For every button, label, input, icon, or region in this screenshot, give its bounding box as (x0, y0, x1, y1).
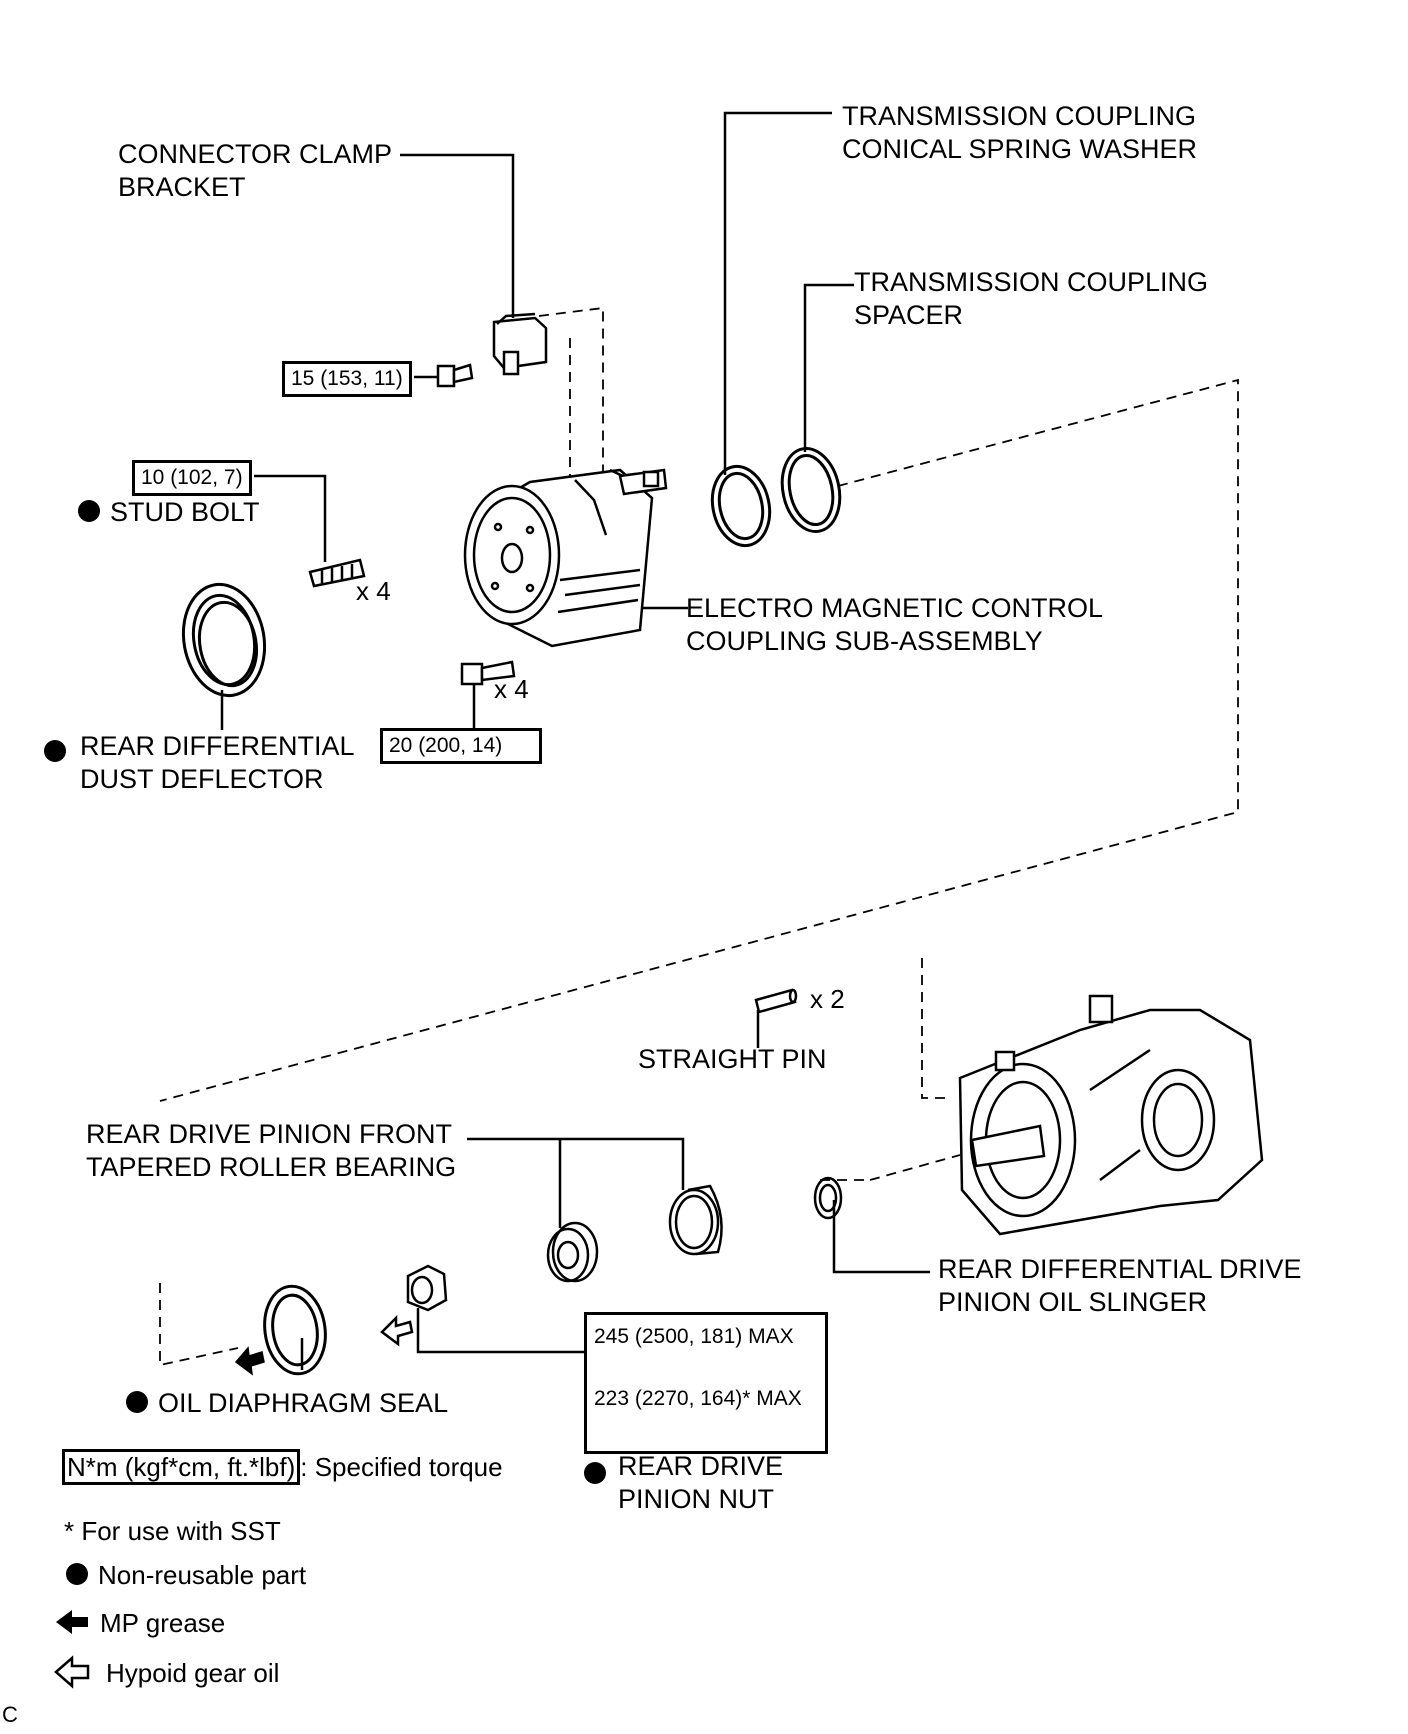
legend-torque-unit: N*m (kgf*cm, ft.*lbf) (62, 1449, 301, 1485)
oil-slinger (813, 1176, 843, 1220)
bearing-cup (668, 1184, 723, 1256)
stud-bolt (308, 558, 366, 588)
leader-clamp (400, 153, 515, 318)
hypoid-oil-arrow-diagram (380, 1314, 414, 1347)
torque-coupling-bolt: 20 (200, 14) (380, 728, 542, 764)
legend-sst: * For use with SST (64, 1516, 281, 1546)
mp-grease-arrow-diagram (234, 1346, 265, 1376)
torque-clamp-bolt: 15 (153, 11) (282, 361, 412, 397)
differential-carrier (958, 994, 1264, 1236)
legend-hypoid-oil-arrow (54, 1655, 90, 1689)
legend-non-reusable: Non-reusable part (66, 1560, 306, 1590)
leader-slinger (832, 1200, 930, 1274)
legend-torque: N*m (kgf*cm, ft.*lbf): Specified torque (62, 1449, 503, 1485)
label-oil-seal: OIL DIAPHRAGM SEAL (126, 1387, 448, 1420)
dashed-guide-lower (159, 1283, 239, 1367)
oil-diaphragm-seal (263, 1284, 327, 1376)
figure-code: C (2, 1702, 18, 1727)
legend-hypoid-oil: Hypoid gear oil (106, 1658, 280, 1688)
coupling-spacer (780, 447, 842, 533)
torque-pinion-nut-line-2: 223 (2270, 164)* MAX (594, 1387, 802, 1410)
bearing-cone (546, 1221, 599, 1283)
dust-deflector (181, 582, 267, 698)
pinion-nut (406, 1264, 448, 1312)
electro-magnetic-coupling (463, 468, 668, 648)
dashed-guide-main (159, 378, 1239, 1102)
non-reusable-mark-icon (44, 740, 66, 762)
legend-mp-grease-arrow (56, 1610, 88, 1634)
torque-pinion-nut: 245 (2500, 181) MAX 223 (2270, 164)* MAX (584, 1312, 828, 1454)
straight-pin (754, 988, 798, 1014)
non-reusable-mark-icon (584, 1462, 606, 1484)
qty-straight-pin: x 2 (810, 984, 845, 1014)
torque-pinion-nut-line-1: 245 (2500, 181) MAX (594, 1325, 794, 1348)
connector-clamp-bracket (492, 312, 548, 376)
leader-bearing (467, 1137, 685, 1228)
non-reusable-mark-icon (78, 499, 100, 522)
leader-spacer (803, 283, 854, 452)
label-straight-pin: STRAIGHT PIN (638, 1044, 827, 1074)
dashed-guide-clamp (538, 306, 604, 490)
leader-nut (416, 1308, 584, 1354)
qty-coupling-bolt: x 4 (494, 674, 529, 704)
qty-stud-bolt: x 4 (356, 576, 391, 606)
leader-stud (254, 474, 327, 562)
dashed-guide-pin (820, 958, 961, 1181)
conical-spring-washer (710, 464, 772, 548)
legend-torque-desc: : Specified torque (300, 1452, 503, 1482)
non-reusable-mark-icon (66, 1563, 88, 1586)
leader-washer (723, 111, 832, 475)
coupling-bolt (460, 660, 516, 686)
torque-stud-bolt: 10 (102, 7) (132, 460, 252, 496)
clamp-bolt (436, 363, 474, 388)
legend-mp-grease: MP grease (100, 1608, 226, 1638)
label-stud-bolt: STUD BOLT (78, 496, 260, 529)
non-reusable-mark-icon (126, 1390, 148, 1413)
